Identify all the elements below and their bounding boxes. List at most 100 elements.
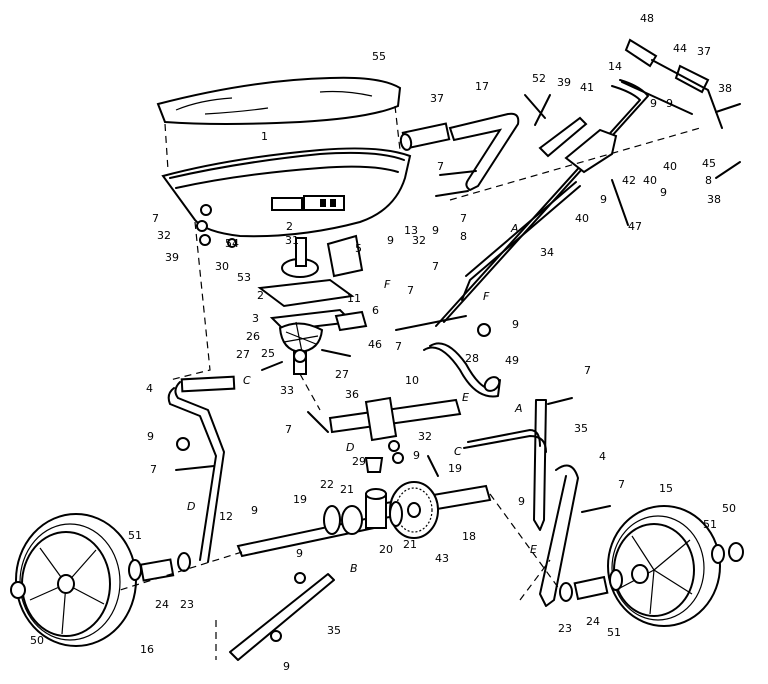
part-number-label: 9 [283, 660, 290, 673]
part-number-label: 9 [413, 449, 420, 462]
part-number-label: 42 [622, 174, 636, 187]
part-number-label: 9 [251, 504, 258, 517]
part-number-label: 2 [286, 220, 293, 233]
assembly-letter-label: D [346, 441, 354, 454]
part-number-label: 31 [285, 234, 299, 247]
assembly-letter-label: E [530, 543, 537, 556]
agitator-assembly [196, 204, 368, 375]
part-number-label: 9 [147, 430, 154, 443]
part-number-label: 49 [505, 354, 519, 367]
assembly-letter-label: F [483, 290, 490, 303]
part-number-label: 20 [379, 543, 393, 556]
bottom-brace [215, 572, 335, 661]
part-number-label: 7 [437, 160, 444, 173]
part-number-label: 46 [368, 338, 382, 351]
part-number-label: 35 [327, 624, 341, 637]
part-number-label: 50 [722, 502, 736, 515]
assembly-letter-label: C [454, 445, 462, 458]
part-number-label: 50 [30, 634, 44, 647]
assembly-letter-label: B [350, 562, 358, 575]
part-number-label: 3 [252, 312, 259, 325]
part-number-label: 55 [372, 50, 386, 63]
part-number-label: 28 [465, 352, 479, 365]
cross-brace [307, 396, 462, 477]
part-number-label: 7 [152, 212, 159, 225]
part-number-label: 7 [150, 463, 157, 476]
assembly-letter-label: E [462, 391, 469, 404]
part-number-label: 7 [432, 260, 439, 273]
part-number-label: 8 [460, 230, 467, 243]
part-number-label: 38 [707, 193, 721, 206]
left-leg [167, 375, 236, 563]
part-number-label: 9 [512, 318, 519, 331]
part-number-label: 19 [293, 493, 307, 506]
part-number-label: 52 [532, 72, 546, 85]
part-number-label: 44 [673, 42, 687, 55]
part-number-label: 47 [628, 220, 642, 233]
part-number-label: 54 [225, 237, 239, 250]
part-number-label: 21 [403, 538, 417, 551]
part-number-label: 9 [387, 234, 394, 247]
part-number-label: 9 [650, 97, 657, 110]
part-number-label: 18 [462, 530, 476, 543]
part-number-label: 9 [432, 224, 439, 237]
part-number-label: 40 [663, 160, 677, 173]
part-number-label: 27 [335, 368, 349, 381]
part-number-label: 25 [261, 347, 275, 360]
part-number-label: 1 [261, 130, 268, 143]
part-number-label: 8 [705, 174, 712, 187]
part-number-label: 9 [600, 193, 607, 206]
part-number-label: 23 [558, 622, 572, 635]
part-number-label: 2 [257, 289, 264, 302]
part-number-label: 32 [418, 430, 432, 443]
assembly-letter-label: D [187, 500, 195, 513]
part-number-label: 37 [697, 45, 711, 58]
part-number-label: 35 [574, 422, 588, 435]
part-number-label: 51 [703, 518, 717, 531]
part-number-label: 32 [412, 234, 426, 247]
assembly-letter-label: A [514, 402, 523, 415]
part-number-label: 27 [236, 348, 250, 361]
assembly-letter-label: C [243, 374, 251, 387]
part-number-label: 39 [165, 251, 179, 264]
part-number-label: 43 [435, 552, 449, 565]
part-number-label: 6 [372, 304, 379, 317]
part-number-label: 7 [407, 284, 414, 297]
part-number-label: 32 [157, 229, 171, 242]
part-number-label: 41 [580, 81, 594, 94]
part-number-label: 24 [586, 615, 600, 628]
handle-assembly [395, 38, 741, 331]
part-number-label: 4 [599, 450, 606, 463]
part-number-label: 13 [404, 224, 418, 237]
right-leg [463, 397, 611, 607]
part-number-label: 22 [320, 478, 334, 491]
part-number-label: 21 [340, 483, 354, 496]
part-number-label: 30 [215, 260, 229, 273]
part-number-label: 9 [518, 495, 525, 508]
part-number-label: 9 [660, 186, 667, 199]
part-number-label: 7 [395, 340, 402, 353]
part-number-label: 7 [618, 478, 625, 491]
part-number-label: 19 [448, 462, 462, 475]
part-number-label: 51 [128, 529, 142, 542]
part-number-label: 7 [584, 364, 591, 377]
part-number-label: 40 [575, 212, 589, 225]
part-number-label: 16 [140, 643, 154, 656]
left-wheel [10, 513, 191, 647]
part-number-label: 14 [608, 60, 622, 73]
part-number-label: 17 [475, 80, 489, 93]
hopper [161, 105, 412, 381]
part-number-label: 48 [640, 12, 654, 25]
part-number-label: 7 [285, 423, 292, 436]
part-number-label: 45 [702, 157, 716, 170]
part-number-label: 15 [659, 482, 673, 495]
part-number-label: 24 [155, 598, 169, 611]
part-number-label: 5 [355, 242, 362, 255]
part-number-label: 26 [246, 330, 260, 343]
part-number-label: 39 [557, 76, 571, 89]
right-wheel [559, 505, 744, 627]
part-number-label: 11 [347, 292, 361, 305]
